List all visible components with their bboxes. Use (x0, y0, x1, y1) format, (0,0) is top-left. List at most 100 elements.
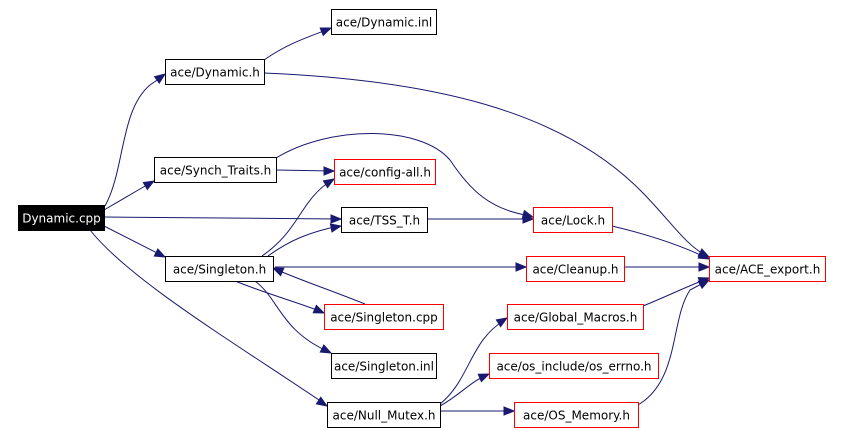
edge-dynamic_cpp-to-dynamic_h (104, 73, 167, 207)
node-ace-export-h[interactable]: ace/ACE_export.h (709, 256, 826, 282)
node-label: ace/Singleton.h (173, 263, 266, 277)
edge-line (103, 216, 340, 220)
node-dynamic-inl[interactable]: ace/Dynamic.inl (331, 9, 437, 35)
edge-layer (89, 27, 711, 416)
edge-lock_h-to-ace_export_h (611, 225, 711, 260)
arrowhead-icon (515, 262, 528, 272)
node-layer: Dynamic.cpp ace/Dynamic.inl ace/Dynamic.h a… (18, 9, 826, 428)
edge-line (263, 28, 330, 61)
arrowhead-icon (495, 317, 509, 328)
node-dynamic-h[interactable]: ace/Dynamic.h (165, 59, 265, 85)
arrowhead-icon (323, 166, 336, 176)
node-cleanup-h[interactable]: ace/Cleanup.h (526, 256, 625, 282)
node-label: ace/TSS_T.h (349, 214, 420, 228)
node-label: ace/Dynamic.h (170, 66, 260, 80)
edge-line (104, 75, 164, 207)
edge-dynamic_h-to-ace_export_h (263, 72, 711, 258)
node-null-mutex-h[interactable]: ace/Null_Mutex.h (327, 402, 441, 428)
arrowhead-icon (477, 373, 491, 383)
node-box (526, 256, 625, 282)
node-label: ace/Null_Mutex.h (333, 409, 436, 423)
node-label: ace/Dynamic.inl (336, 16, 432, 30)
edge-line (642, 278, 708, 307)
node-label: ace/Synch_Traits.h (160, 164, 271, 178)
edge-dynamic_cpp-to-synch_traits_h (103, 180, 156, 211)
edge-synch_traits_h-to-config_all_h (275, 166, 336, 176)
edge-dynamic_cpp-to-tss_t_h (103, 214, 343, 224)
edge-singleton_h-to-singleton_inl (254, 280, 333, 354)
arrowhead-icon (522, 214, 535, 224)
node-box (331, 353, 437, 379)
edge-line (439, 374, 488, 407)
node-box (331, 9, 437, 35)
node-box (341, 207, 428, 233)
node-label: ace/Global_Macros.h (514, 311, 638, 325)
node-box (327, 402, 441, 428)
edge-line (275, 169, 333, 172)
edge-null_mutex_h-to-os_errno_h (439, 373, 491, 407)
arrowhead-icon (142, 180, 156, 191)
node-os-errno-h[interactable]: ace/os_include/os_errno.h (489, 353, 659, 379)
arrowhead-icon (330, 214, 343, 224)
node-dynamic-cpp[interactable]: Dynamic.cpp (18, 205, 105, 231)
edge-line (263, 72, 708, 257)
edge-line (103, 181, 153, 211)
arrowhead-icon (312, 304, 326, 314)
edge-singleton_cpp-to-singleton_h (271, 267, 366, 305)
edge-singleton_h-to-tss_t_h (267, 223, 343, 257)
arrowhead-icon (315, 396, 329, 407)
edge-null_mutex_h-to-global_macros_h (439, 317, 509, 405)
node-os-memory-h[interactable]: ace/OS_Memory.h (514, 402, 639, 428)
edge-line (234, 280, 323, 313)
node-global-macros-h[interactable]: ace/Global_Macros.h (507, 304, 644, 330)
arrowhead-icon (319, 27, 333, 37)
arrowhead-icon (322, 178, 336, 189)
node-singleton-inl[interactable]: ace/Singleton.inl (331, 353, 437, 379)
edge-line (274, 268, 366, 305)
edge-line (637, 280, 708, 406)
arrowhead-icon (319, 344, 333, 354)
edge-os_memory_h-to-ace_export_h (637, 279, 711, 406)
edge-line (267, 225, 340, 257)
arrowhead-icon (329, 223, 343, 233)
node-box (489, 353, 659, 379)
arrowhead-icon (153, 73, 167, 85)
node-label: ace/Lock.h (541, 214, 605, 228)
edge-dynamic_cpp-to-singleton_h (103, 225, 167, 258)
edge-line (611, 225, 708, 259)
node-label: ace/OS_Memory.h (523, 409, 630, 423)
node-box (18, 205, 105, 231)
node-singleton-cpp[interactable]: ace/Singleton.cpp (324, 304, 444, 330)
edge-singleton_h-to-config_all_h (261, 178, 336, 257)
node-label: ace/os_include/os_errno.h (496, 360, 651, 374)
node-singleton-h[interactable]: ace/Singleton.h (165, 256, 274, 282)
node-label: ace/ACE_export.h (715, 263, 821, 277)
edge-line (275, 133, 532, 217)
edge-line (103, 225, 164, 257)
node-lock-h[interactable]: ace/Lock.h (533, 207, 613, 233)
node-box (324, 304, 444, 330)
arrowhead-icon (271, 267, 285, 277)
arrowhead-icon (503, 406, 516, 416)
edge-singleton_h-to-singleton_cpp (234, 280, 326, 314)
arrowhead-icon (697, 250, 711, 260)
edge-cleanup_h-to-ace_export_h (624, 262, 711, 272)
node-tss-t-h[interactable]: ace/TSS_T.h (341, 207, 428, 233)
edge-null_mutex_h-to-os_memory_h (440, 406, 516, 416)
edge-line (261, 179, 333, 257)
arrowhead-icon (153, 248, 167, 258)
node-box (533, 207, 613, 233)
arrowhead-icon (698, 262, 711, 272)
edge-line (254, 280, 330, 353)
node-config-all-h[interactable]: ace/config-all.h (334, 159, 436, 185)
node-box (514, 402, 639, 428)
edge-tss_t_h-to-lock_h (427, 214, 535, 224)
arrowhead-icon (697, 279, 711, 290)
node-box (709, 256, 826, 282)
edge-dynamic_cpp-to-null_mutex_h (89, 229, 329, 407)
node-synch-traits-h[interactable]: ace/Synch_Traits.h (154, 157, 277, 183)
node-label: ace/Singleton.cpp (330, 311, 438, 325)
node-box (507, 304, 644, 330)
edge-line (439, 319, 506, 405)
node-label: ace/Cleanup.h (532, 263, 618, 277)
